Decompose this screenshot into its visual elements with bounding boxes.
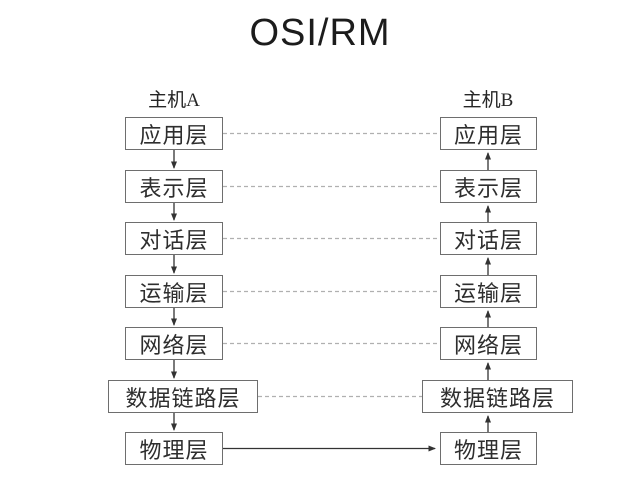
host-b-layer-application: 应用层 — [440, 117, 537, 150]
peer-dashed-links — [223, 132, 440, 398]
host-a-label: 主机A — [148, 90, 200, 111]
host-a-layer-application: 应用层 — [125, 117, 223, 150]
host-a-layer-presentation: 表示层 — [125, 170, 223, 203]
host-b-layer-physical: 物理层 — [440, 432, 537, 465]
host-b-layer-session: 对话层 — [440, 222, 537, 255]
host-a-layer-network: 网络层 — [125, 327, 223, 360]
host-a-layer-transport: 运输层 — [125, 275, 223, 308]
host-b-layer-network: 网络层 — [440, 327, 537, 360]
host-b-layer-transport: 运输层 — [440, 275, 537, 308]
host-b-layer-presentation: 表示层 — [440, 170, 537, 203]
host-a-layer-session: 对话层 — [125, 222, 223, 255]
host-a-layer-physical: 物理层 — [125, 432, 223, 465]
host-b-layer-data-link: 数据链路层 — [422, 380, 573, 413]
page-title: OSI/RM — [249, 12, 391, 54]
host-a-layer-data-link: 数据链路层 — [108, 380, 258, 413]
host-b-label: 主机B — [462, 90, 514, 111]
